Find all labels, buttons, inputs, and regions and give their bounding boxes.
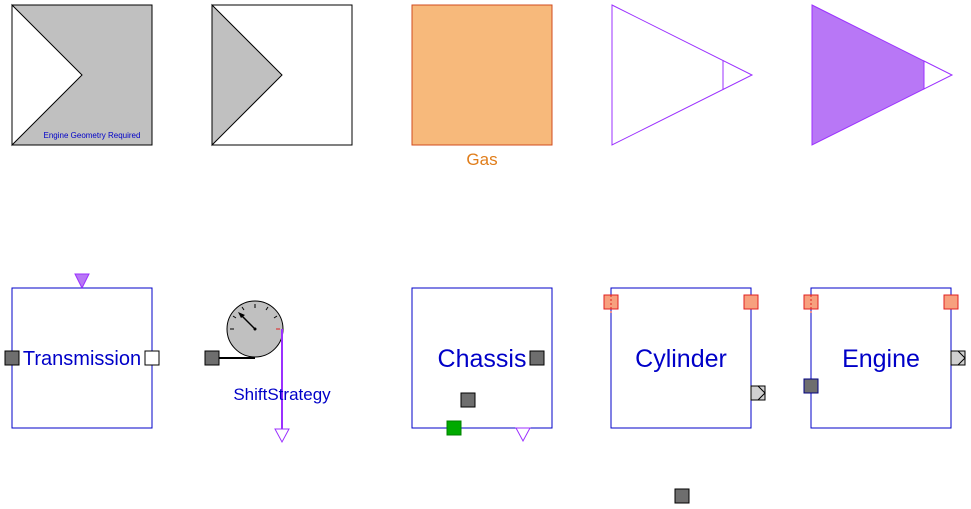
engine-left-port-icon[interactable] [803, 378, 819, 394]
cylinder-right-flange-icon[interactable] [743, 294, 759, 310]
engine-geometry-caption: Engine Geometry Required [44, 131, 141, 140]
engine-signal-port-icon[interactable] [950, 350, 966, 366]
chassis-inner-port-icon[interactable] [460, 392, 476, 408]
engine-left-flange-icon[interactable] [803, 294, 819, 310]
shift-strategy-label: ShiftStrategy [233, 385, 331, 404]
engine-block[interactable]: Engine [803, 287, 966, 429]
chassis-label: Chassis [438, 345, 527, 373]
gas-icon[interactable]: Gas [411, 4, 553, 169]
shift-strategy-block[interactable]: ShiftStrategy [204, 300, 331, 444]
transmission-right-port-icon[interactable] [144, 350, 160, 366]
engine-right-flange-icon[interactable] [943, 294, 959, 310]
geometry-icon[interactable] [211, 3, 353, 147]
signal-output-icon[interactable] [611, 4, 754, 146]
cylinder-label: Cylinder [635, 345, 727, 373]
cylinder-signal-port-icon[interactable] [750, 385, 766, 401]
transmission-left-port-icon[interactable] [4, 350, 20, 366]
transmission-block[interactable]: Transmission [4, 273, 160, 429]
chassis-block[interactable]: Chassis [411, 287, 553, 443]
chassis-output-triangle-icon[interactable] [515, 427, 531, 443]
engine-geometry-icon[interactable]: Engine Geometry Required [11, 3, 153, 147]
shift-strategy-port-icon[interactable] [204, 350, 220, 366]
chassis-right-port-icon[interactable] [529, 350, 545, 366]
cylinder-left-flange-icon[interactable] [603, 294, 619, 310]
transmission-input-triangle-icon[interactable] [74, 273, 90, 290]
transmission-label: Transmission [23, 348, 141, 370]
engine-label: Engine [842, 345, 920, 373]
chassis-bottom-port-icon[interactable] [446, 420, 462, 436]
signal-output-filled-icon[interactable] [811, 4, 954, 146]
gauge-ticks [230, 304, 278, 330]
gas-label: Gas [466, 150, 497, 169]
standalone-port-icon[interactable] [674, 488, 690, 504]
shift-strategy-output-triangle-icon[interactable] [274, 428, 290, 444]
cylinder-block[interactable]: Cylinder [603, 287, 766, 429]
